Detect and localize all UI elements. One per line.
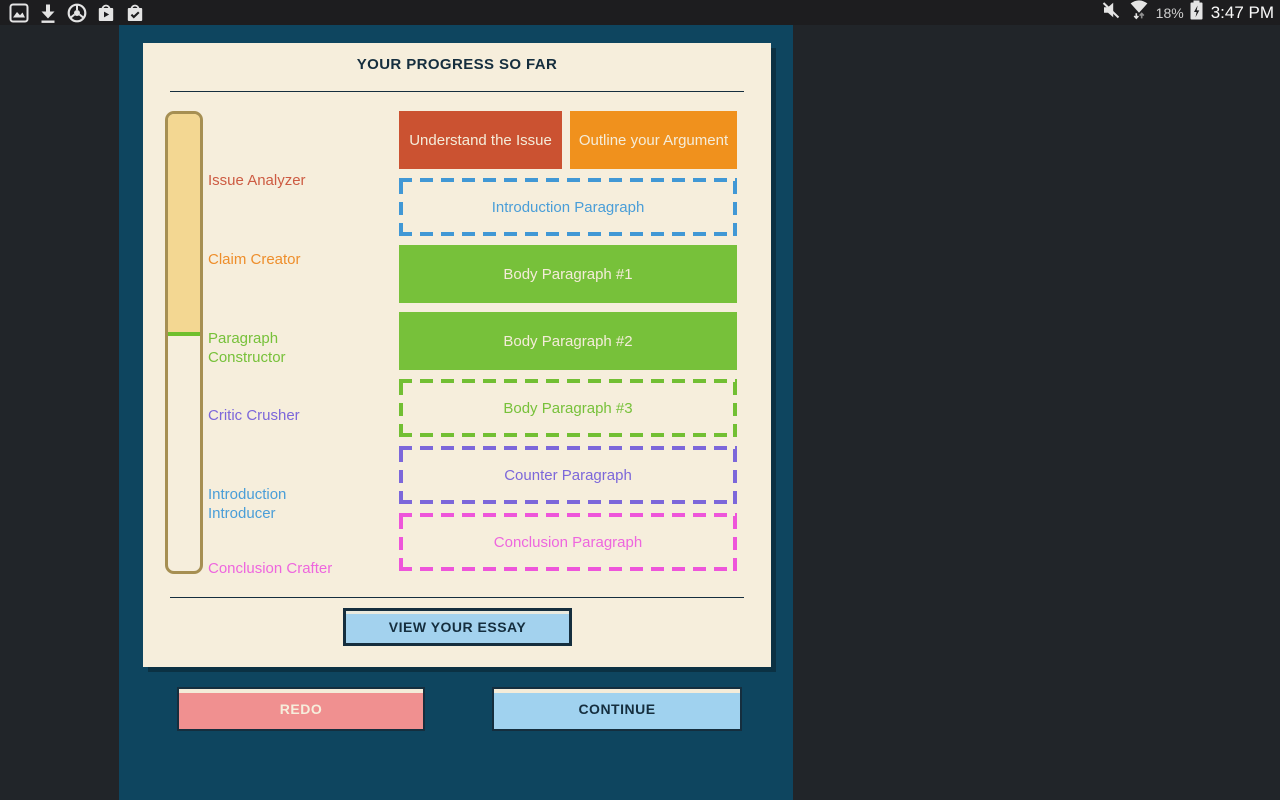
divider-top <box>170 91 744 92</box>
my-apps-bag-check-icon <box>124 2 146 24</box>
step-counter-paragraph: Counter Paragraph <box>399 446 737 504</box>
essay-steps: Understand the Issue Outline your Argume… <box>399 111 737 571</box>
step-outline-your-argument: Outline your Argument <box>570 111 737 169</box>
play-store-icon <box>95 2 117 24</box>
view-your-essay-button[interactable]: VIEW YOUR ESSAY <box>343 608 572 646</box>
step-introduction-paragraph: Introduction Paragraph <box>399 178 737 236</box>
android-status-bar[interactable]: 18% 3:47 PM <box>0 0 1280 25</box>
step-body-paragraph-3: Body Paragraph #3 <box>399 379 737 437</box>
gallery-icon <box>8 2 30 24</box>
level-label-issue-analyzer: Issue Analyzer <box>208 172 306 189</box>
download-icon <box>37 2 59 24</box>
progress-meter-marker <box>168 332 200 336</box>
progress-meter-fill <box>168 114 200 332</box>
step-body-paragraph-1: Body Paragraph #1 <box>399 245 737 303</box>
step-understand-the-issue: Understand the Issue <box>399 111 562 169</box>
app-panel: YOUR PROGRESS SO FAR Issue Analyzer Clai… <box>119 25 793 800</box>
step-row: Understand the Issue Outline your Argume… <box>399 111 737 169</box>
redo-button[interactable]: REDO <box>177 687 425 731</box>
level-label-paragraph-constructor: Paragraph Constructor <box>208 330 286 366</box>
chrome-icon <box>66 2 88 24</box>
level-label-conclusion-crafter: Conclusion Crafter <box>208 560 333 577</box>
progress-meter <box>165 111 203 574</box>
level-label-introduction-introducer: Introduction Introducer <box>208 486 287 522</box>
clock: 3:47 PM <box>1210 2 1274 22</box>
progress-card: YOUR PROGRESS SO FAR Issue Analyzer Clai… <box>143 43 771 667</box>
notification-icons <box>8 1 146 25</box>
step-body-paragraph-2: Body Paragraph #2 <box>399 312 737 370</box>
divider-bottom <box>170 597 744 598</box>
page-title: YOUR PROGRESS SO FAR <box>356 56 558 73</box>
system-status-icons: 18% 3:47 PM <box>1100 0 1274 25</box>
volume-muted-icon <box>1100 0 1122 26</box>
wifi-icon <box>1127 0 1151 27</box>
step-conclusion-paragraph: Conclusion Paragraph <box>399 513 737 571</box>
continue-button[interactable]: CONTINUE <box>492 687 742 731</box>
battery-charging-icon <box>1189 0 1204 26</box>
level-label-claim-creator: Claim Creator <box>208 251 301 268</box>
level-label-critic-crusher: Critic Crusher <box>208 407 300 424</box>
battery-percent: 18% <box>1155 4 1184 21</box>
